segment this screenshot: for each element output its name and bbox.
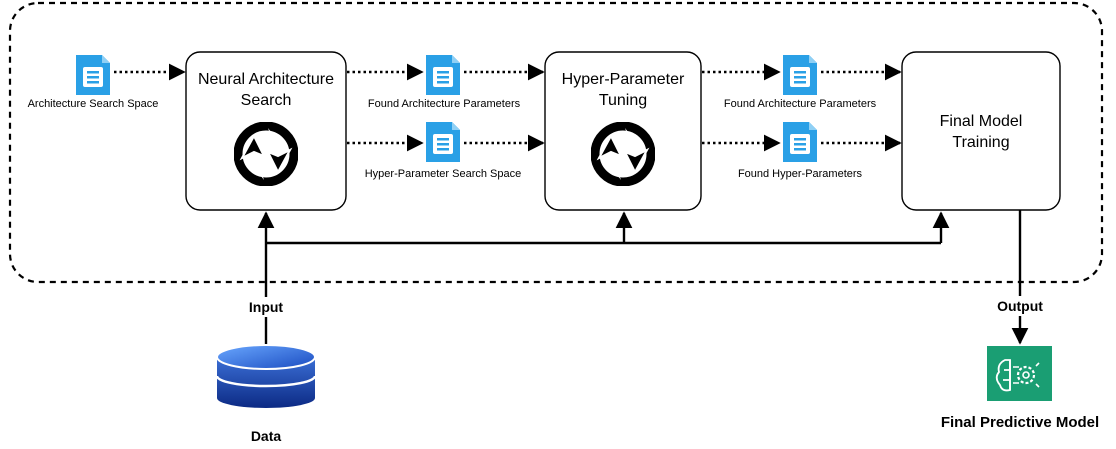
stage-final-title-line1: Final Model [940,113,1023,130]
document-icon [76,55,110,95]
stage-nas: Neural Architecture Search [185,51,347,211]
doc-label-found-arch-1: Found Architecture Parameters [368,98,521,110]
stage-nas-title-line1: Neural Architecture [198,71,334,88]
stage-hpt-title-line1: Hyper-Parameter [562,71,685,88]
data-feed-lines [257,210,1029,345]
database-icon [215,344,317,408]
brain-gear-icon [987,346,1052,401]
input-label-bg [244,297,288,317]
output-label: Output [997,298,1043,314]
document-icon [783,55,817,95]
doc-label-hp-search-space: Hyper-Parameter Search Space [365,168,522,180]
stage-final-title-line2: Training [952,134,1009,151]
document-icon [783,122,817,162]
pipeline-boundary [8,1,1104,284]
data-label: Data [251,428,282,444]
doc-label-found-arch-2: Found Architecture Parameters [724,98,877,110]
doc-label-found-hp: Found Hyper-Parameters [738,168,863,180]
doc-label-arch-search-space: Architecture Search Space [28,98,159,110]
document-icon [426,55,460,95]
stage-nas-title-line2: Search [241,92,292,109]
input-label: Input [249,299,284,315]
document-icon [426,122,460,162]
final-model-label: Final Predictive Model [941,414,1099,431]
stage-hpt-title-line2: Tuning [599,92,647,109]
stage-hpt: Hyper-Parameter Tuning [544,51,702,211]
flow-arrows [114,63,902,152]
output-label-bg [990,296,1050,316]
stage-final: Final Model Training [901,51,1061,211]
